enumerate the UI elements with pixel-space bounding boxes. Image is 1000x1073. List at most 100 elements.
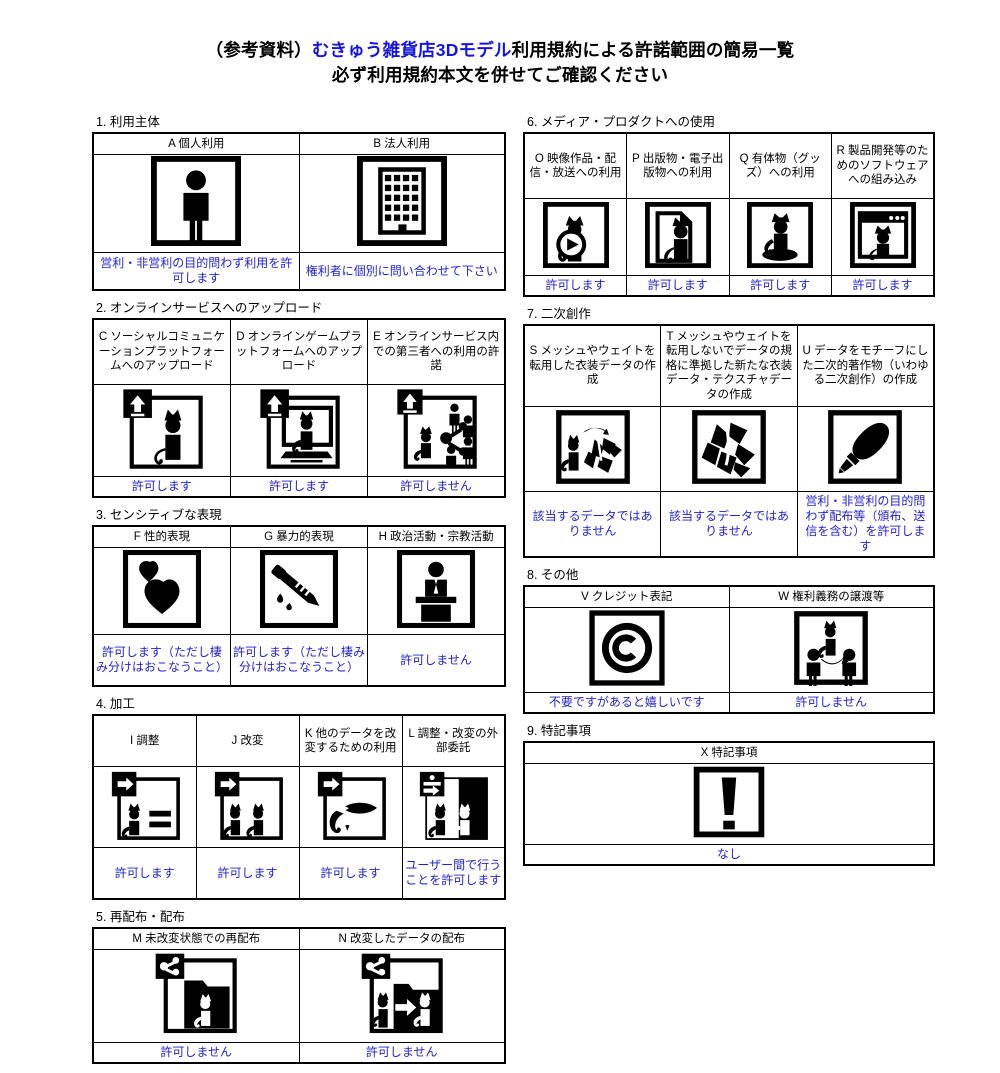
cell-icon-I xyxy=(92,766,197,848)
cell-icon-O xyxy=(523,198,627,276)
result-row: 許可します許可します許可します許可します xyxy=(523,275,935,297)
cat-to-costume-icon xyxy=(527,409,658,490)
cell-result-I: 許可します xyxy=(92,847,197,900)
section-heading: 2. オンラインサービスへのアップロード xyxy=(96,301,323,315)
cell-icon-X xyxy=(523,763,935,845)
cat-play-button-icon xyxy=(527,201,624,274)
upload-cat-monitor-icon xyxy=(233,386,365,475)
cell-result-U: 営利・非営利の目的問わず配布等（頒布、送信を含む）を許可します xyxy=(796,491,935,558)
document-page: （参考資料）むきゅう雑貨店3Dモデル利用規約による許諾範囲の簡易一覧 必ず利用規… xyxy=(0,38,1000,1064)
result-row: 営利・非営利の目的問わず利用を許可します権利者に個別に問い合わせて下さい xyxy=(92,252,506,291)
upload-cat-share-people-icon xyxy=(370,386,502,475)
result-row: 許可します許可します許可しますユーザー間で行うことを許可します xyxy=(92,847,506,900)
cell-icon-W xyxy=(728,607,935,693)
cell-icon-Q xyxy=(728,198,832,276)
cell-header-T: T メッシュやウェイトを転用しないでデータの規格に準拠した新たな衣装データ・テク… xyxy=(660,324,798,407)
cell-icon-C xyxy=(92,384,231,477)
cell-header-B: B 法人利用 xyxy=(298,132,506,155)
section-2: 2. オンラインサービスへのアップロード C ソーシャルコミュニケーションプラット… xyxy=(92,300,506,498)
cell-result-S: 該当するデータではありません xyxy=(523,491,662,558)
section-heading: 7. 二次創作 xyxy=(527,307,591,321)
cell-result-W: 許可しません xyxy=(728,692,935,714)
cell-header-X: X 特記事項 xyxy=(523,741,935,764)
icon-row xyxy=(92,547,506,635)
section-heading: 3. センシティブな表現 xyxy=(96,508,222,522)
cell-icon-D xyxy=(229,384,369,477)
cell-result-O: 許可します xyxy=(523,275,627,297)
cell-result-T: 該当するデータではありません xyxy=(660,491,798,558)
cell-result-M: 許可しません xyxy=(92,1042,300,1064)
cell-icon-A xyxy=(92,154,300,253)
cell-icon-E xyxy=(367,384,506,477)
cat-document-icon xyxy=(629,201,727,274)
section-heading: 8. その他 xyxy=(527,568,579,582)
title-prefix: （参考資料） xyxy=(205,40,312,60)
title-brand: むきゅう雑貨店3Dモデル xyxy=(311,40,512,60)
cell-header-N: N 改変したデータの配布 xyxy=(298,927,506,950)
exclamation-icon xyxy=(527,766,931,843)
upload-cat-icon xyxy=(96,386,228,475)
cell-result-E: 許可しません xyxy=(367,476,506,498)
cell-icon-M xyxy=(92,949,300,1043)
section-heading: 4. 加工 xyxy=(96,697,135,711)
cat-window-app-icon xyxy=(834,201,931,274)
icon-row xyxy=(523,763,935,845)
cell-result-K: 許可します xyxy=(298,847,403,900)
share-folder-cat-icon xyxy=(96,952,297,1041)
cell-result-X: なし xyxy=(523,844,935,866)
cell-result-D: 許可します xyxy=(229,476,369,498)
cell-result-C: 許可します xyxy=(92,476,231,498)
cell-header-Q: Q 有体物（グッズ）への利用 xyxy=(728,132,832,199)
podium-speaker-icon xyxy=(370,549,502,633)
cell-result-N: 許可しません xyxy=(298,1042,506,1064)
cell-icon-N xyxy=(298,949,506,1043)
cell-result-A: 営利・非営利の目的問わず利用を許可します xyxy=(92,252,300,291)
knife-blood-icon xyxy=(233,549,365,633)
cell-header-A: A 個人利用 xyxy=(92,132,300,155)
cell-icon-B xyxy=(298,154,506,253)
cell-icon-S xyxy=(523,406,662,492)
building-icon xyxy=(302,155,503,251)
cell-header-K: K 他のデータを改変するための利用 xyxy=(298,714,403,767)
cell-header-D: D オンラインゲームプラットフォームへのアップロード xyxy=(229,318,369,385)
title-line-1: （参考資料）むきゅう雑貨店3Dモデル利用規約による許諾範囲の簡易一覧 xyxy=(0,38,1000,63)
divide-cat-inverted-icon xyxy=(405,769,503,846)
costume-icon xyxy=(663,409,795,490)
page-title: （参考資料）むきゅう雑貨店3Dモデル利用規約による許諾範囲の簡易一覧 必ず利用規… xyxy=(0,38,1000,88)
arrow-cat-cat-icon xyxy=(199,769,297,846)
cell-header-H: H 政治活動・宗教活動 xyxy=(367,525,506,548)
cell-result-P: 許可します xyxy=(626,275,730,297)
cell-header-W: W 権利義務の譲渡等 xyxy=(728,585,935,608)
title-suffix: 利用規約による許諾範囲の簡易一覧 xyxy=(511,40,795,60)
cell-result-L: ユーザー間で行うことを許可します xyxy=(401,847,506,900)
paintbrush-icon xyxy=(800,409,931,490)
cell-header-C: C ソーシャルコミュニケーションプラットフォームへのアップロード xyxy=(92,318,231,385)
result-row: 許可します許可します許可しません xyxy=(92,476,506,498)
arrow-cat-equals-icon xyxy=(96,769,194,846)
section-heading: 6. メディア・プロダクトへの使用 xyxy=(527,115,716,129)
cell-icon-J xyxy=(195,766,300,848)
section-heading: 1. 利用主体 xyxy=(96,115,160,129)
cell-header-J: J 改変 xyxy=(195,714,300,767)
cell-icon-T xyxy=(660,406,798,492)
cell-header-S: S メッシュやウェイトを転用した衣装データの作成 xyxy=(523,324,662,407)
result-row: なし xyxy=(523,844,935,866)
title-line-2: 必ず利用規約本文を併せてご確認ください xyxy=(331,65,669,85)
cell-result-J: 許可します xyxy=(195,847,300,900)
result-row: 該当するデータではありません該当するデータではありません営利・非営利の目的問わず… xyxy=(523,491,935,558)
